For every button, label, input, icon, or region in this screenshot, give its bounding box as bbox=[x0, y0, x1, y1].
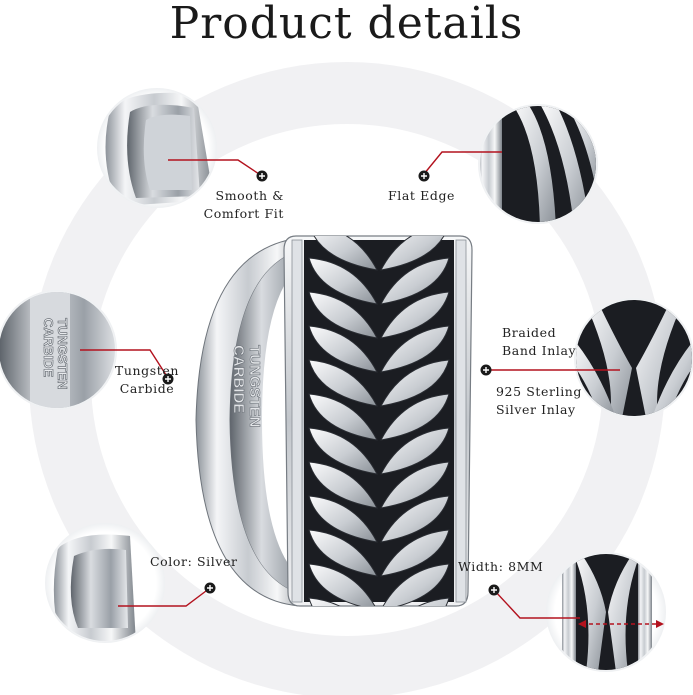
detail-bubble-tungsten: TUNGSTEN CARBIDE bbox=[0, 290, 117, 410]
braid-leaf-left bbox=[308, 393, 378, 441]
label-tungsten-line1: Tungsten bbox=[114, 363, 180, 378]
pointer-flat-edge bbox=[423, 151, 502, 175]
pointer-width bbox=[493, 589, 580, 619]
label-braided: Braided Band Inlay bbox=[502, 324, 576, 360]
braid-leaf-right bbox=[380, 236, 450, 271]
label-braided-line2: Band Inlay bbox=[502, 343, 577, 358]
braid-leaf-right bbox=[380, 495, 450, 543]
braid-leaf-right bbox=[380, 427, 450, 475]
braid-leaf-right bbox=[380, 461, 450, 509]
plus-icon bbox=[162, 373, 174, 385]
plus-icon bbox=[488, 584, 500, 596]
braid-leaf-left bbox=[308, 563, 378, 606]
braid-leaf-left bbox=[308, 597, 378, 606]
label-comfort-fit-line1: Smooth & bbox=[215, 188, 284, 203]
svg-text:TUNGSTEN: TUNGSTEN bbox=[55, 318, 70, 390]
braid-leaf-right bbox=[380, 393, 450, 441]
braid-leaf-right bbox=[380, 563, 450, 606]
plus-icon bbox=[418, 170, 430, 182]
braid-leaf-left bbox=[308, 529, 378, 577]
detail-bubble-comfort-fit bbox=[97, 88, 217, 208]
plus-icon bbox=[480, 364, 492, 376]
label-silver-inlay-line2: Silver Inlay bbox=[496, 402, 576, 417]
braid-leaf-left bbox=[308, 291, 378, 339]
braid-leaf-right bbox=[380, 597, 450, 606]
braid-leaf-right bbox=[380, 529, 450, 577]
label-silver-inlay-line1: 925 Sterling bbox=[496, 384, 583, 399]
plus-markers bbox=[162, 170, 500, 596]
label-comfort-fit-line2: Comfort Fit bbox=[203, 206, 284, 221]
pointer-comfort-fit bbox=[168, 159, 263, 177]
braid-leaf-left bbox=[308, 325, 378, 373]
braid-leaf-left bbox=[308, 495, 378, 543]
main-ring bbox=[195, 235, 473, 607]
label-color: Color: Silver bbox=[150, 553, 238, 571]
label-comfort-fit: Smooth & Comfort Fit bbox=[200, 187, 284, 223]
label-tungsten: Tungsten Carbide bbox=[112, 362, 182, 398]
label-braided-line1: Braided bbox=[502, 325, 557, 340]
braid-leaf-right bbox=[380, 325, 450, 373]
braid-leaf-left bbox=[308, 236, 378, 271]
detail-bubble-braided bbox=[574, 298, 693, 418]
pointer-color bbox=[118, 587, 211, 607]
label-flat-edge-line1: Flat Edge bbox=[388, 188, 456, 203]
detail-bubble-width bbox=[546, 552, 666, 672]
detail-bubble-flat-edge bbox=[478, 104, 598, 224]
braid-leaf-left bbox=[308, 257, 378, 305]
engraving-line1: TUNGSTEN bbox=[246, 345, 263, 428]
label-silver-inlay: 925 Sterling Silver Inlay bbox=[496, 383, 582, 419]
braid-leaf-right bbox=[380, 257, 450, 305]
plus-icon bbox=[256, 170, 268, 182]
pointer-lines bbox=[80, 151, 660, 625]
detail-bubble-color bbox=[45, 523, 165, 643]
label-tungsten-line2: Carbide bbox=[119, 381, 175, 396]
braid-leaf-left bbox=[308, 427, 378, 475]
page-title: Product details bbox=[169, 0, 524, 49]
engraving-line2: CARBIDE bbox=[230, 345, 247, 413]
label-width: Width: 8MM bbox=[458, 558, 543, 576]
plus-icon bbox=[204, 582, 216, 594]
pointer-tungsten bbox=[80, 349, 169, 379]
braid-leaf-right bbox=[380, 291, 450, 339]
braid-leaf-right bbox=[380, 359, 450, 407]
svg-text:CARBIDE: CARBIDE bbox=[41, 318, 56, 378]
label-width-line1: Width: 8MM bbox=[458, 559, 544, 574]
braid-leaf-left bbox=[308, 359, 378, 407]
braid-leaf-left bbox=[308, 461, 378, 509]
label-color-line1: Color: Silver bbox=[150, 554, 238, 569]
width-measure-arrows bbox=[578, 620, 664, 628]
label-flat-edge: Flat Edge bbox=[388, 187, 455, 205]
